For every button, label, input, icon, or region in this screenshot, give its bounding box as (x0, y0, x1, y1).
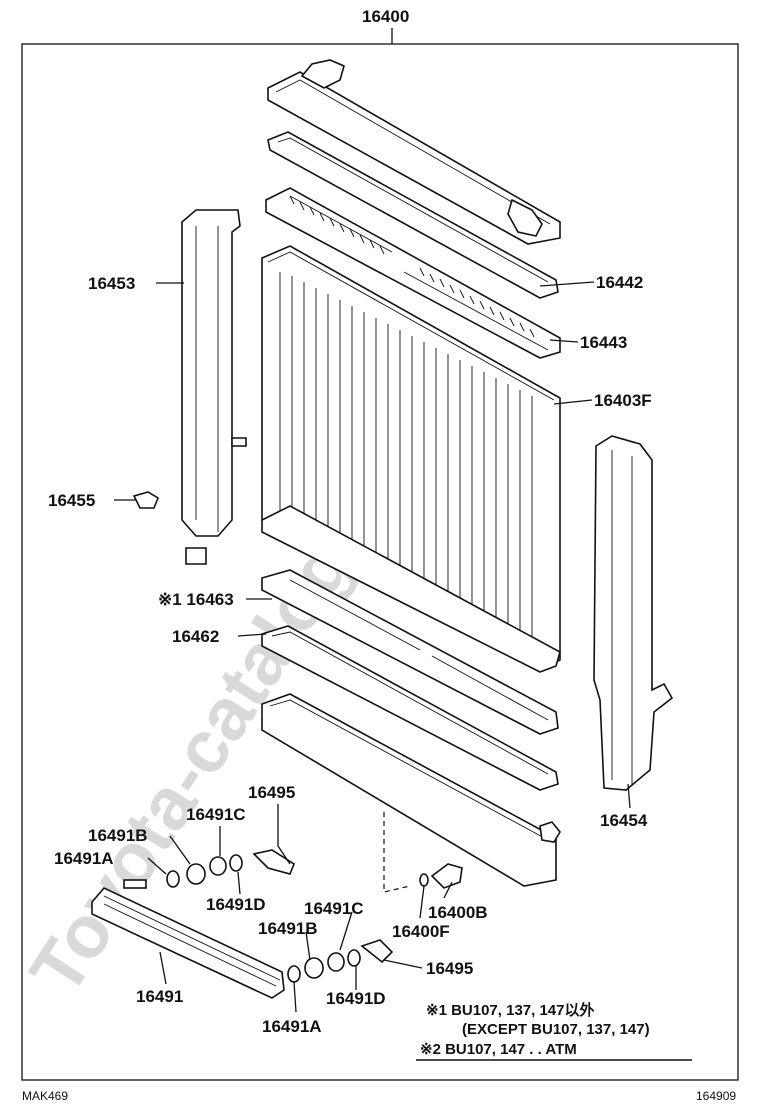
label-16400: 16400 (362, 7, 409, 26)
label-16443: 16443 (580, 333, 627, 352)
label-16462: 16462 (172, 627, 219, 646)
drain-cock (419, 863, 463, 889)
label-16454: 16454 (600, 811, 648, 830)
label-16463: ※1 16463 (158, 590, 234, 609)
note-1-english: (EXCEPT BU107, 137, 147) (462, 1021, 650, 1038)
leader-lines (114, 281, 631, 1013)
label-16400B: 16400B (428, 903, 488, 922)
label-16491A-upper: 16491A (54, 849, 114, 868)
label-16495-upper: 16495 (248, 783, 295, 802)
label-16453: 16453 (88, 274, 135, 293)
left-side-support (181, 209, 247, 565)
lower-core-plate (261, 569, 559, 735)
upper-core-plate (265, 187, 561, 359)
footer-left-code: MAK469 (22, 1089, 68, 1103)
label-16491A-lower: 16491A (262, 1017, 322, 1036)
dashed-reference-line (383, 812, 411, 893)
label-16442: 16442 (596, 273, 643, 292)
note-2: ※2 BU107, 147 . . ATM (420, 1041, 577, 1058)
label-16491: 16491 (136, 987, 183, 1006)
label-16491D-upper: 16491D (206, 895, 266, 914)
upper-gasket (267, 131, 559, 299)
bolt (132, 491, 159, 509)
radiator-core (261, 245, 561, 673)
label-16491C-lower: 16491C (304, 899, 364, 918)
note-1: ※1 BU107, 137, 147以外 (426, 1001, 595, 1019)
label-16491B-lower: 16491B (258, 919, 318, 938)
upper-tank (267, 59, 561, 245)
footer-right-code: 164909 (696, 1089, 736, 1103)
label-16400F: 16400F (392, 922, 450, 941)
diagram-frame (21, 43, 739, 1081)
lower-gasket (261, 625, 559, 791)
upper-fitting-set (166, 849, 295, 888)
label-16491D-lower: 16491D (326, 989, 386, 1008)
label-16491C-upper: 16491C (186, 805, 246, 824)
lower-fitting-set (287, 939, 394, 983)
label-16491B-upper: 16491B (88, 826, 148, 845)
right-side-support (593, 435, 674, 791)
label-16403F: 16403F (594, 391, 652, 410)
label-16455: 16455 (48, 491, 95, 510)
label-16495-lower: 16495 (426, 959, 473, 978)
oil-cooler (91, 879, 285, 999)
lower-tank (261, 693, 561, 887)
